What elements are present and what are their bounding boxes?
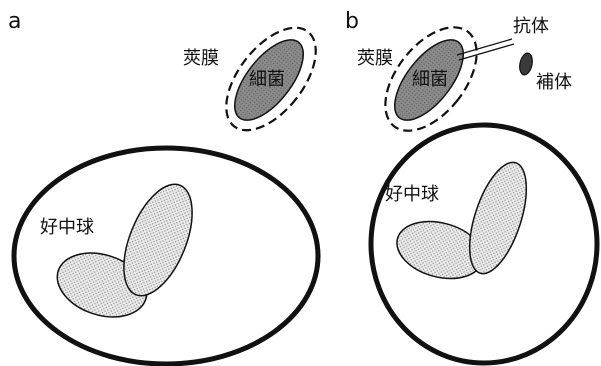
panel-b-antibody-label: 抗体 [513, 16, 549, 37]
panel-b-complement [518, 52, 534, 76]
panel-b-bacteria-label: 細菌 [412, 69, 448, 90]
panel-b: b 莢膜 細菌 抗体 補体 好中球 [345, 9, 597, 363]
panel-a-letter: a [8, 9, 21, 34]
panel-b-letter: b [345, 9, 359, 34]
panel-b-capsule-label: 莢膜 [357, 48, 393, 69]
panel-b-antibody [457, 39, 514, 60]
panel-b-neutrophil-label: 好中球 [385, 184, 439, 205]
panel-a-neutrophil-label: 好中球 [40, 217, 94, 238]
panel-a: a 莢膜 細菌 好中球 [8, 9, 333, 364]
panel-b-complement-label: 補体 [536, 72, 572, 93]
panel-a-capsule-label: 莢膜 [183, 48, 219, 69]
panel-a-bacteria-label: 細菌 [249, 69, 285, 90]
